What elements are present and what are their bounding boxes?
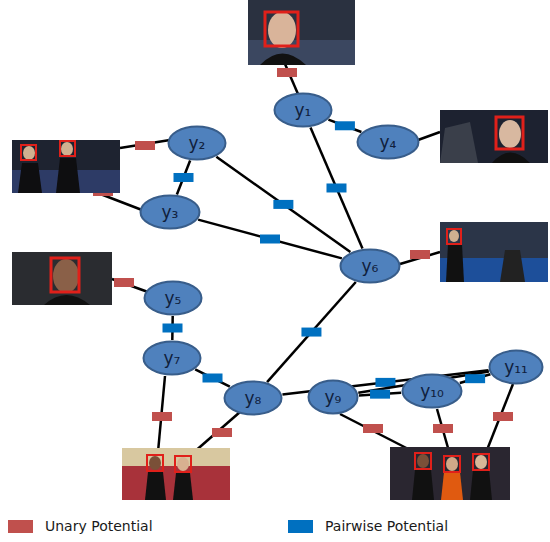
ellipse-shape (403, 375, 462, 408)
variable-label: y₃ (162, 204, 179, 221)
pairwise-edge (174, 161, 194, 195)
variable-label: y₁₁ (504, 359, 528, 376)
pairwise-potential-mark (273, 200, 293, 209)
pairwise-edge (267, 282, 356, 382)
legend-label: Unary Potential (45, 518, 153, 534)
ellipse-shape (309, 381, 358, 414)
legend-entry: Pairwise Potential (288, 518, 448, 534)
variable-ellipse: y₂ (167, 125, 227, 161)
edge-line (216, 157, 350, 252)
ellipse-shape (225, 382, 282, 415)
pairwise-edge (359, 390, 401, 399)
variable-label: y₅ (165, 290, 182, 307)
legend-swatch (288, 520, 313, 533)
edge-line (328, 120, 361, 132)
pairwise-potential-mark (465, 374, 485, 383)
variable-label: y₄ (380, 134, 397, 151)
ellipse-shape (341, 250, 400, 283)
photo (122, 448, 230, 500)
edge-line (460, 374, 491, 383)
pairwise-potential-mark (174, 173, 194, 182)
variable-label: y₇ (164, 350, 181, 367)
variable-label: y₈ (245, 390, 262, 407)
pairwise-potential-mark (163, 324, 183, 333)
pairwise-potential-mark (203, 374, 223, 383)
variable-label: y₁ (295, 102, 312, 119)
ellipse-shape (490, 351, 543, 384)
photo (12, 140, 120, 193)
pairwise-potential-mark (370, 390, 390, 399)
legend-label: Pairwise Potential (325, 518, 448, 534)
legend-entry: Unary Potential (8, 518, 153, 534)
variable-label: y₁₀ (420, 383, 444, 400)
photo (440, 110, 548, 163)
pairwise-potential-mark (326, 183, 346, 192)
photo (390, 447, 510, 500)
edge-line (267, 282, 356, 382)
pairwise-edge (163, 316, 183, 340)
variable-label: y₆ (362, 258, 379, 275)
pairwise-potential-mark (260, 235, 280, 244)
variable-ellipse: y₄ (356, 124, 420, 160)
variable-ellipse: y₁ (273, 92, 333, 128)
pairwise-edge (460, 374, 491, 383)
photo (12, 252, 112, 305)
edge-line (198, 220, 342, 259)
legend-swatch (8, 520, 33, 533)
variable-ellipse: y₃ (139, 194, 201, 230)
pairwise-potential-mark (301, 328, 321, 337)
pairwise-edge (328, 120, 361, 132)
variable-ellipse: y₇ (142, 340, 202, 376)
variable-label: y₉ (325, 389, 342, 406)
pairwise-potential-mark (375, 378, 395, 387)
ellipse-shape (358, 126, 419, 159)
ellipse-shape (169, 127, 226, 160)
pairwise-edge (216, 157, 350, 252)
photo (440, 222, 548, 282)
pairwise-potential-mark (335, 121, 355, 130)
variable-ellipse: y₅ (143, 280, 203, 316)
variable-label: y₂ (189, 135, 206, 152)
edge-line (195, 369, 230, 386)
pairwise-edge (198, 220, 342, 259)
ellipse-shape (145, 282, 202, 315)
ellipse-shape (144, 342, 201, 375)
variable-ellipse: y₁₁ (488, 349, 544, 385)
pairwise-edge (195, 369, 230, 386)
variable-ellipse: y₉ (307, 379, 359, 415)
variable-ellipse: y₁₀ (401, 373, 463, 409)
photo (248, 0, 355, 65)
ellipse-shape (275, 94, 332, 127)
ellipse-shape (141, 196, 200, 229)
variable-ellipse: y₆ (339, 248, 401, 284)
variable-ellipse: y₈ (223, 380, 283, 416)
